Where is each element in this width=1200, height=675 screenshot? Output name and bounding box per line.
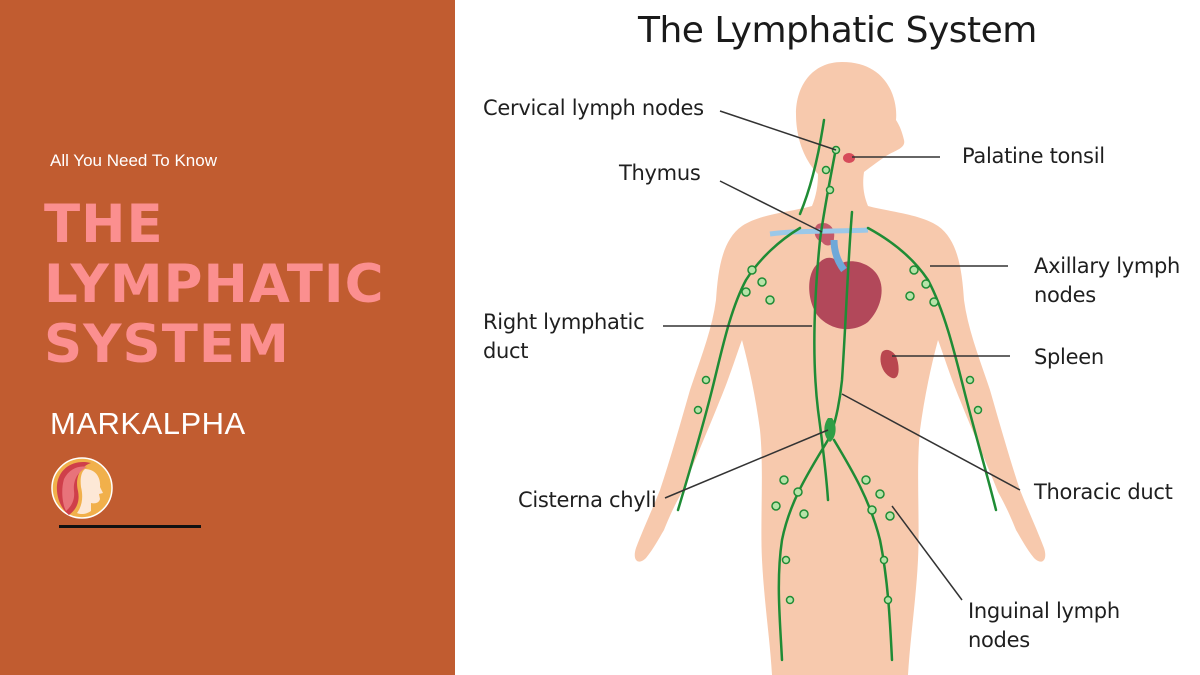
label-inguinal-line-1: Inguinal lymph: [968, 599, 1120, 623]
headline-line-2: LYMPHATIC: [44, 254, 385, 315]
lymph-vessels: [676, 118, 998, 662]
brand-name: MARKALPHA: [50, 406, 246, 441]
label-thymus: Thymus: [619, 161, 701, 185]
label-thoracic-duct: Thoracic duct: [1034, 480, 1173, 504]
leader-thoracic: [841, 393, 1021, 491]
leader-inguinal: [891, 505, 963, 601]
label-palatine-tonsil: Palatine tonsil: [962, 144, 1105, 168]
label-axillary-line-2: nodes: [1034, 283, 1096, 307]
leader-thymus: [719, 180, 823, 233]
label-right-lymphatic-duct-line-2: duct: [483, 339, 529, 363]
headline: THE LYMPHATIC SYSTEM: [44, 195, 444, 375]
spleen: [880, 349, 899, 379]
divider-line: [59, 525, 201, 528]
woman-profile-logo-icon: [51, 457, 113, 519]
headline-line-1: THE: [44, 194, 164, 255]
leader-cisterna: [664, 429, 829, 499]
kicker-text: All You Need To Know: [50, 151, 217, 170]
leader-cervical: [719, 110, 837, 151]
label-inguinal-lymph-nodes: Inguinal lymph nodes: [968, 597, 1120, 655]
label-axillary-lymph-nodes: Axillary lymph nodes: [1034, 252, 1180, 310]
leader-lines: [663, 110, 1021, 601]
diagram-title: The Lymphatic System: [638, 10, 1037, 51]
palatine-tonsil: [843, 153, 855, 163]
heart: [809, 257, 882, 330]
label-right-lymphatic-duct-line-1: Right lymphatic: [483, 310, 645, 334]
label-cisterna-chyli: Cisterna chyli: [518, 488, 657, 512]
lymph-nodes: [693, 145, 983, 605]
label-right-lymphatic-duct: Right lymphatic duct: [483, 308, 645, 366]
label-axillary-line-1: Axillary lymph: [1034, 254, 1181, 278]
title-panel: All You Need To Know THE LYMPHATIC SYSTE…: [0, 0, 455, 675]
label-spleen: Spleen: [1034, 345, 1104, 369]
label-inguinal-line-2: nodes: [968, 628, 1030, 652]
body-silhouette: [634, 62, 1046, 675]
label-cervical-lymph-nodes: Cervical lymph nodes: [483, 96, 704, 120]
headline-line-3: SYSTEM: [44, 314, 290, 375]
cisterna-chyli: [824, 418, 836, 442]
